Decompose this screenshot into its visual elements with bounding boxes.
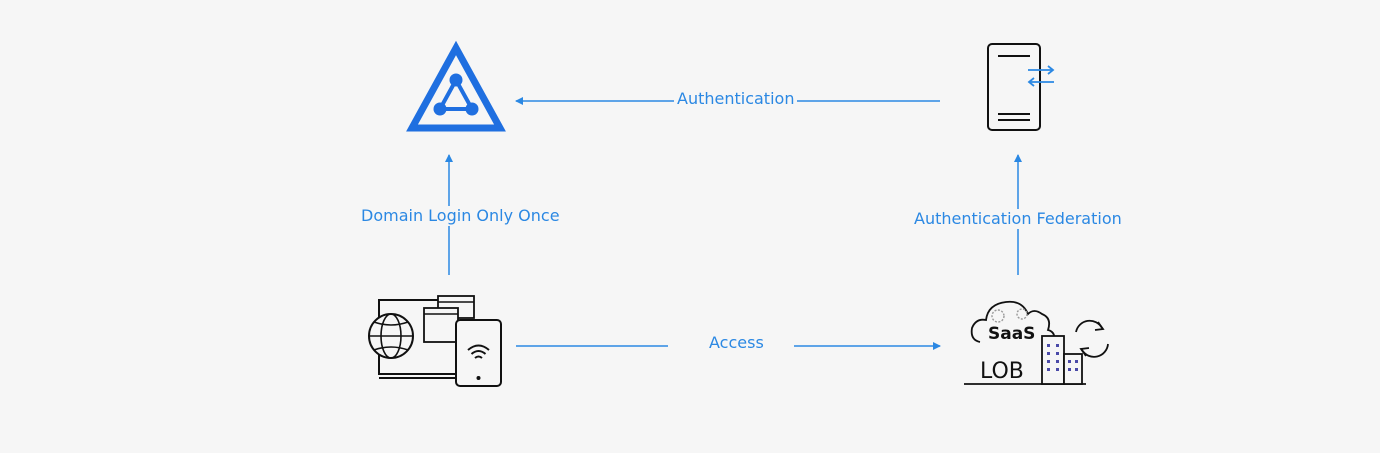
client-devices-icon xyxy=(368,295,502,387)
federation-server-icon xyxy=(987,43,1055,131)
label-domain-login: Domain Login Only Once xyxy=(359,206,562,226)
label-access: Access xyxy=(706,333,767,353)
identity-provider-icon xyxy=(406,40,506,132)
saas-lob-icon: SaaS LOB xyxy=(962,292,1118,392)
saas-text: SaaS xyxy=(988,324,1036,344)
lob-text: LOB xyxy=(980,359,1024,384)
label-authentication: Authentication xyxy=(674,89,798,109)
label-authentication-federation: Authentication Federation xyxy=(912,209,1124,229)
saas-lob-graphic xyxy=(964,300,1109,385)
